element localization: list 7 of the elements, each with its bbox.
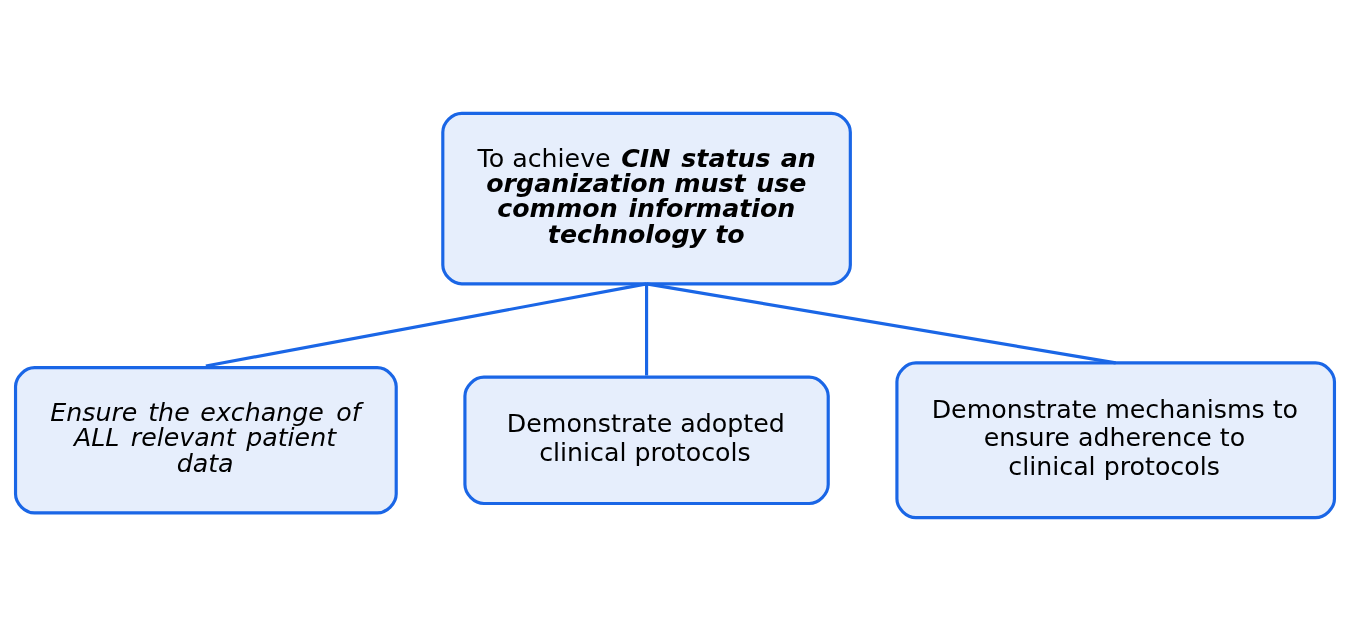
connector bbox=[645, 283, 649, 376]
connector bbox=[646, 282, 1116, 365]
node-box: To achieve CIN status an organization must use common information technology to bbox=[441, 111, 852, 286]
node-box: Demonstrate adopted clinical protocols bbox=[463, 375, 830, 506]
node-box: Demonstrate mechanisms to ensure adherence to clinical protocols bbox=[895, 361, 1337, 520]
connector bbox=[205, 282, 647, 368]
node-box: Ensure the exchange of ALL relevant patient data bbox=[13, 366, 398, 515]
